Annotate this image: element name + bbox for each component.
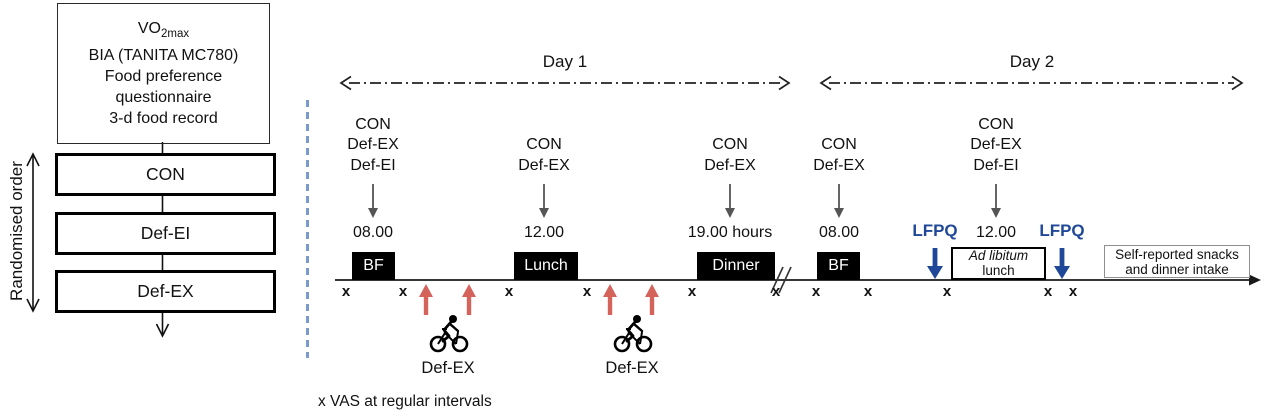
ad-libitum-lunch-box: Ad libitum lunch bbox=[951, 247, 1046, 280]
event4-time: 08.00 bbox=[818, 224, 860, 241]
randomised-order-label: Randomised order bbox=[7, 161, 26, 301]
vas-mark: x bbox=[771, 283, 781, 300]
bia-line: BIA (TANITA MC780) bbox=[88, 47, 239, 65]
vo2max-line: VO2max bbox=[137, 19, 190, 41]
cyclist-icon bbox=[429, 313, 469, 353]
vas-mark: x bbox=[504, 283, 514, 300]
vas-legend: x VAS at regular intervals bbox=[318, 393, 492, 410]
event-down-arrow-icons bbox=[368, 184, 1001, 218]
condition-line: Def-EI bbox=[350, 156, 396, 174]
day1-span-arrow-icon bbox=[339, 75, 791, 91]
vas-mark: x bbox=[942, 283, 952, 300]
vas-mark: x bbox=[687, 283, 697, 300]
self-reported-box: Self-reported snacks and dinner intake bbox=[1104, 245, 1250, 278]
meal-box-bf-day1: BF bbox=[352, 252, 395, 280]
vas-mark: x bbox=[398, 283, 408, 300]
baseline-measures-box: VO2max BIA (TANITA MC780) Food preferenc… bbox=[57, 3, 270, 144]
event4-conditions: CON Def-EX bbox=[784, 112, 894, 176]
event2-time: 12.00 bbox=[523, 224, 565, 241]
self-reported-line2: and dinner intake bbox=[1125, 261, 1229, 277]
condition-line: CON bbox=[712, 136, 748, 153]
condition-line: Def-EX bbox=[347, 136, 399, 153]
meal-box-lunch-day1: Lunch bbox=[514, 252, 578, 280]
event1-conditions: CON Def-EX Def-EI bbox=[318, 112, 428, 176]
condition-box-def-ex: Def-EX bbox=[55, 270, 276, 313]
vas-mark: x bbox=[341, 283, 351, 300]
timeline-axis bbox=[335, 274, 1261, 286]
condition-line: CON bbox=[355, 115, 391, 133]
condition-line: CON bbox=[978, 115, 1014, 133]
event1-time: 08.00 bbox=[352, 224, 394, 241]
self-reported-line1: Self-reported snacks bbox=[1115, 246, 1239, 262]
exercise-label: Def-EX bbox=[421, 359, 475, 377]
condition-box-def-ei: Def-EI bbox=[55, 212, 276, 255]
lunch-line: lunch bbox=[982, 262, 1015, 278]
cyclist-icon bbox=[613, 313, 653, 353]
randomised-order-arrow-icon bbox=[26, 152, 40, 313]
vas-mark: x bbox=[1043, 283, 1053, 300]
meal-box-bf-day2: BF bbox=[817, 252, 860, 280]
condition-line: Def-EX bbox=[704, 156, 756, 174]
event5-conditions: CON Def-EX Def-EI bbox=[941, 112, 1051, 176]
event3-conditions: CON Def-EX bbox=[675, 112, 785, 176]
event5-time: 12.00 bbox=[975, 224, 1017, 241]
axis-break-icon bbox=[770, 266, 792, 294]
food-record-line: 3-d food record bbox=[109, 110, 218, 128]
condition-line: Def-EX bbox=[970, 136, 1022, 153]
exercise-label: Def-EX bbox=[605, 359, 659, 377]
day1-label: Day 1 bbox=[542, 52, 588, 71]
condition-line: Def-EI bbox=[973, 156, 1019, 174]
condition-line: CON bbox=[526, 136, 562, 153]
condition-line: Def-EX bbox=[518, 156, 570, 174]
lfpq-label: LFPQ bbox=[912, 221, 958, 240]
lfpq-label: LFPQ bbox=[1039, 221, 1085, 240]
day2-label: Day 2 bbox=[1009, 52, 1055, 71]
condition-line: Def-EX bbox=[813, 156, 865, 174]
vas-mark: x bbox=[863, 283, 873, 300]
ad-libitum-line: Ad libitum bbox=[968, 248, 1029, 263]
exercise-up-arrow-icons bbox=[419, 284, 659, 315]
vas-mark: x bbox=[1068, 283, 1078, 300]
event2-conditions: CON Def-EX bbox=[489, 112, 599, 176]
lfpq-down-arrow-icons bbox=[927, 248, 1070, 279]
food-pref-line: Food preference questionnaire bbox=[104, 68, 223, 107]
condition-box-con: CON bbox=[55, 153, 276, 196]
vas-mark: x bbox=[582, 283, 592, 300]
condition-line: CON bbox=[821, 136, 857, 153]
meal-box-dinner-day1: Dinner bbox=[697, 252, 775, 280]
vas-mark: x bbox=[811, 283, 821, 300]
day2-span-arrow-icon bbox=[819, 75, 1244, 91]
event3-time: 19.00 hours bbox=[687, 224, 773, 241]
